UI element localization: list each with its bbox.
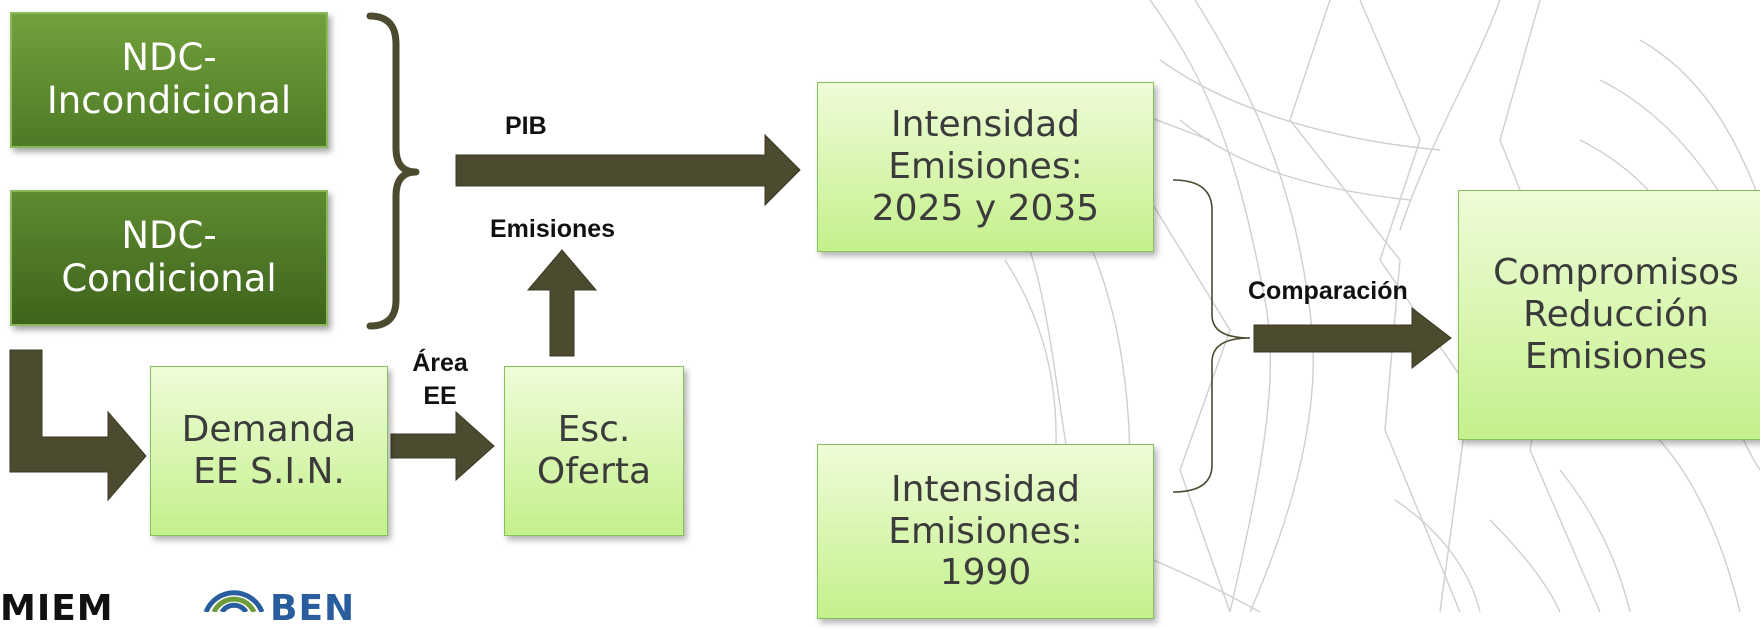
- box-ndc-condicional-line1: NDC-: [121, 214, 217, 258]
- label-area-ee-line1: Área: [412, 349, 468, 377]
- box-compromisos: Compromisos Reducción Emisiones: [1458, 190, 1760, 440]
- ben-logo-emblem: [203, 590, 265, 612]
- box-demanda-line1: Demanda: [181, 409, 357, 451]
- arrow-ndc-to-demanda: [9, 349, 147, 502]
- box-oferta: Esc. Oferta: [504, 366, 684, 536]
- arrow-oferta-up: [526, 249, 598, 357]
- box-intensidad-1990-line3: 1990: [939, 552, 1032, 594]
- box-ndc-incondicional-line2: Incondicional: [46, 79, 292, 122]
- box-oferta-line1: Esc.: [557, 409, 631, 451]
- box-intensidad-2025-line2: Emisiones:: [888, 146, 1083, 188]
- box-demanda: Demanda EE S.I.N.: [150, 366, 388, 536]
- arrow-demanda-to-oferta: [390, 410, 495, 482]
- box-compromisos-line1: Compromisos: [1493, 252, 1739, 294]
- diagram-connectors: [9, 12, 1452, 612]
- box-ndc-incondicional-line1: NDC-: [121, 36, 217, 80]
- brace-intensidad: [1172, 179, 1251, 493]
- box-ndc-condicional-line2: Condicional: [61, 257, 277, 300]
- box-intensidad-2025-line3: 2025 y 2035: [871, 187, 1100, 229]
- brace-ndc: [366, 12, 420, 330]
- box-compromisos-line2: Reducción: [1523, 294, 1709, 336]
- label-emisiones: Emisiones: [490, 215, 616, 243]
- box-intensidad-2025-line1: Intensidad: [890, 104, 1081, 146]
- arrow-to-compromisos: [1253, 306, 1452, 370]
- logo-ben: BEN: [270, 588, 356, 629]
- box-demanda-line2: EE S.I.N.: [193, 451, 345, 492]
- box-intensidad-1990-line1: Intensidad: [890, 468, 1081, 510]
- label-area-ee: Área EE: [400, 347, 480, 412]
- box-ndc-condicional: NDC- Condicional: [10, 190, 328, 326]
- label-comparacion: Comparación: [1248, 277, 1408, 305]
- box-intensidad-1990-line2: Emisiones:: [888, 510, 1083, 552]
- box-intensidad-1990: Intensidad Emisiones: 1990: [817, 444, 1154, 619]
- box-intensidad-2025: Intensidad Emisiones: 2025 y 2035: [817, 82, 1154, 252]
- box-oferta-line2: Oferta: [536, 451, 652, 492]
- arrow-to-intensidad: [455, 133, 801, 207]
- box-compromisos-line3: Emisiones: [1524, 335, 1708, 377]
- box-ndc-incondicional: NDC- Incondicional: [10, 12, 328, 148]
- label-area-ee-line2: EE: [423, 381, 457, 410]
- label-pib: PIB: [505, 112, 547, 140]
- logo-miem: MIEM: [0, 588, 114, 629]
